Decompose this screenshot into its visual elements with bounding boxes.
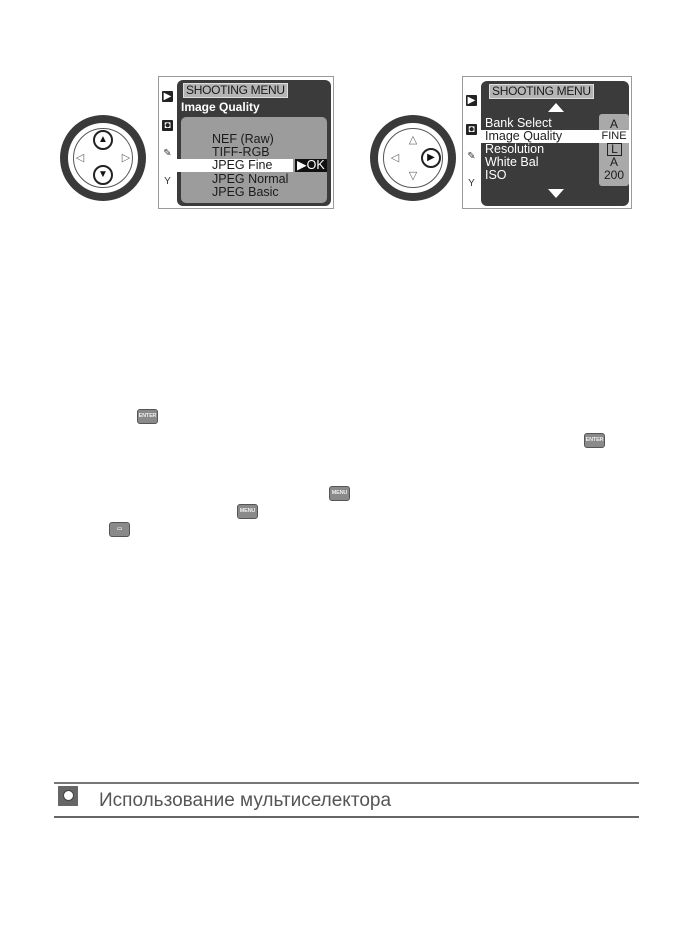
multi-selector-dial-right: △ ▽ ◁ ▶ [370,115,456,201]
multi-selector-dial-left: ▲ ▼ ◁ ▷ [60,115,146,201]
shooting-menu-tag: SHOOTING MENU [183,83,288,98]
playback-icon: ▶ [466,95,477,106]
lcd-screen: SHOOTING MENU Image Quality NEF (Raw) TI… [177,80,331,206]
value-iso: 200 [603,168,625,182]
lcd-image-quality-menu: ▶ ◘ ✎ Y SHOOTING MENU Image Quality NEF … [158,76,334,209]
value-resolution-large-icon: L [607,143,622,156]
tip-bulb-icon [58,786,78,806]
divider-bottom [54,816,639,818]
scroll-up-icon[interactable] [548,103,564,112]
camera-icon: ◘ [162,120,173,131]
menu-button-icon: MENU [237,504,258,519]
value-image-quality: FINE [599,130,629,143]
enter-button-icon: ENTER [137,409,158,424]
value-white-bal: A [609,155,618,169]
playback-icon: ▶ [162,91,173,102]
monitor-button-icon: ▭ [109,522,130,537]
option-jpeg-normal[interactable]: JPEG Normal [212,172,289,186]
menu-item-bank-select[interactable]: Bank Select [485,116,552,130]
option-jpeg-basic[interactable]: JPEG Basic [212,185,279,199]
left-arrow-icon: ◁ [390,152,400,164]
camera-icon: ◘ [466,124,477,135]
menu-button-icon: MENU [329,486,350,501]
up-arrow-icon: △ [408,134,418,146]
option-tiff-rgb[interactable]: TIFF-RGB [212,145,270,159]
wrench-icon: Y [164,176,171,187]
shooting-menu-tag: SHOOTING MENU [489,84,594,99]
menu-item-white-bal[interactable]: White Bal [485,155,539,169]
pencil-icon: ✎ [163,148,172,159]
lcd-shooting-menu: ▶ ◘ ✎ Y SHOOTING MENU Bank Select Image … [462,76,632,209]
lcd-screen: SHOOTING MENU Bank Select Image Quality … [481,81,629,206]
divider-top [54,782,639,784]
down-arrow-pressed-icon: ▼ [93,165,113,185]
menu-item-iso[interactable]: ISO [485,168,507,182]
option-nef-raw[interactable]: NEF (Raw) [212,132,274,146]
down-arrow-icon: ▽ [408,170,418,182]
scroll-down-icon[interactable] [548,189,564,198]
section-title: Использование мультиселектора [99,790,392,811]
up-arrow-pressed-icon: ▲ [93,130,113,150]
enter-button-icon: ENTER [584,433,605,448]
wrench-icon: Y [468,178,475,189]
values-column: A FINE L A 200 [599,114,629,186]
left-arrow-icon: ◁ [75,152,85,164]
right-arrow-pressed-icon: ▶ [421,148,441,168]
menu-item-image-quality[interactable]: Image Quality [481,130,599,143]
value-bank-select: A [609,117,618,131]
section-header: Использование мультиселектора [54,782,639,818]
pencil-icon: ✎ [467,151,476,162]
options-panel: NEF (Raw) TIFF-RGB JPEG Fine ▶OK JPEG No… [177,117,327,203]
menu-item-resolution[interactable]: Resolution [485,142,545,156]
right-arrow-icon: ▷ [121,152,131,164]
menu-subtitle: Image Quality [181,100,260,114]
ok-confirm[interactable]: ▶OK [295,158,327,172]
option-jpeg-fine[interactable]: JPEG Fine [177,159,293,172]
